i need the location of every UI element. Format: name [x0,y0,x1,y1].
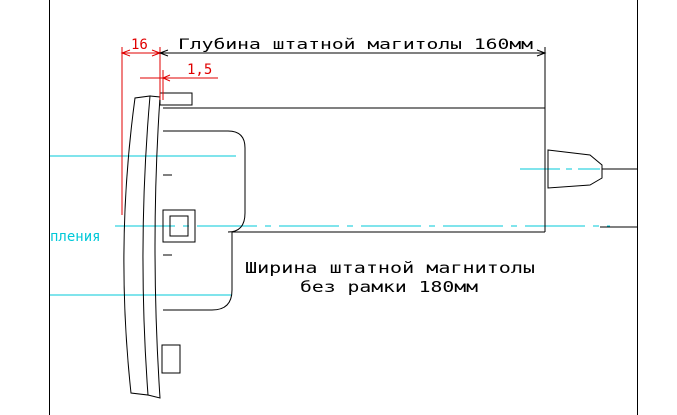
chassis-lower-bracket [163,232,233,311]
width-note-line-1: Ширина штатной магнитолы [245,259,535,277]
head-unit-body [159,92,546,374]
depth-arrow-right [536,49,547,57]
bezel-outer-edge [123,95,151,396]
connector-plug [547,149,603,189]
dim-text-1-5: 1,5 [187,62,212,78]
red-dimensions [120,47,218,215]
bezel-inner-edge [147,95,161,399]
front-bezel [123,95,161,399]
frame-lines [49,0,638,415]
width-note-line-2: без рамки 180мм [300,278,478,296]
connector [547,149,637,228]
depth-arrow-left [158,49,169,57]
mount-clip-inner [169,215,189,237]
mount-tab-top [159,92,193,106]
mount-clip [162,209,196,243]
dim-arrow-1-5 [161,74,171,82]
mount-tab-bottom [161,344,181,374]
cut-label: пления [50,229,101,245]
dim-text-16: 16 [131,37,148,53]
chassis-outline [163,130,246,233]
depth-label: Глубина штатной магитолы 160мм [178,37,534,53]
center-lines [50,155,610,296]
depth-dimension [158,47,547,110]
dim-arrow-16-left [120,49,131,57]
